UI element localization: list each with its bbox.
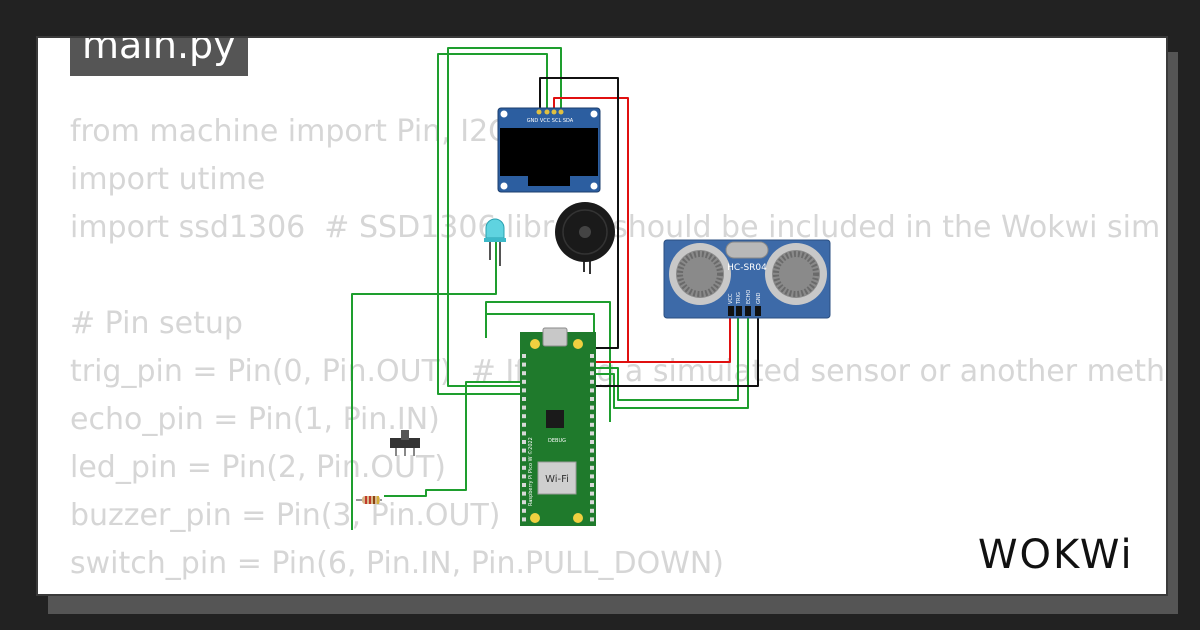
sensor-pin-gnd: GND	[756, 292, 762, 304]
header-pin	[522, 448, 526, 453]
header-pin	[522, 405, 526, 410]
header-pin	[590, 517, 594, 522]
header-pin	[590, 457, 594, 462]
wokwi-logo-text: WOKWi	[978, 532, 1134, 578]
wire-oled-gnd	[539, 77, 619, 349]
led	[484, 218, 506, 266]
wire-echo	[594, 310, 749, 409]
code-line: led_pin = Pin(2, Pin.OUT)	[70, 450, 446, 485]
sensor-pin-trig: TRIG	[736, 292, 742, 305]
wire-gnd-loop	[485, 313, 595, 338]
header-pin	[522, 388, 526, 393]
header-pin	[522, 491, 526, 496]
code-line: # Pin setup	[70, 306, 243, 341]
ultrasonic-sensor: HC-SR04 VCC TRIG ECHO GND	[663, 239, 831, 319]
header-pin	[522, 371, 526, 376]
header-pin	[522, 379, 526, 384]
header-pin	[522, 431, 526, 436]
sensor-pin-vcc: VCC	[728, 293, 734, 304]
header-pin	[590, 508, 594, 513]
code-line: switch_pin = Pin(6, Pin.IN, Pin.PULL_DOW…	[70, 546, 725, 581]
header-pin	[522, 483, 526, 487]
header-pin	[590, 431, 594, 436]
sensor-label: HC-SR04	[727, 263, 767, 273]
oled-pin-labels: GND VCC SCL SDA	[527, 118, 574, 124]
header-pin	[522, 354, 526, 358]
header-pin	[522, 362, 526, 367]
header-pin	[522, 414, 526, 419]
header-pin	[522, 508, 526, 513]
header-pin	[590, 440, 594, 444]
debug-label: DEBUG	[548, 438, 566, 444]
wifi-module-label: Wi-Fi	[545, 474, 569, 485]
sensor-pin-echo: ECHO	[746, 290, 752, 304]
header-pin	[590, 405, 594, 410]
wire-sensor-gnd	[594, 310, 759, 387]
header-pin	[522, 500, 526, 505]
wire-trig	[594, 310, 739, 401]
header-pin	[590, 371, 594, 376]
resistor	[356, 496, 382, 504]
header-pin	[522, 422, 526, 427]
header-pin	[522, 440, 526, 444]
header-pin	[522, 457, 526, 462]
usb-port	[542, 327, 568, 347]
header-pin	[522, 517, 526, 522]
header-pin	[590, 362, 594, 367]
wire-sensor-vcc	[594, 310, 731, 363]
header-pin	[590, 465, 594, 470]
header-pin	[522, 465, 526, 470]
header-pin	[590, 500, 594, 505]
code-line: import utime	[70, 162, 266, 197]
board-label: Raspberry Pi Pico W ©2022	[527, 437, 534, 506]
circuit-diagram: GND VCC SCL SDA	[351, 47, 831, 530]
pico-w-board: Wi-Fi DEBUG Raspberry Pi Pico W ©2022	[520, 327, 596, 526]
code-line: echo_pin = Pin(1, Pin.IN)	[70, 402, 440, 437]
slide-switch	[390, 430, 420, 456]
header-pin	[522, 397, 526, 401]
header-pin	[522, 474, 526, 479]
oled-display: GND VCC SCL SDA	[497, 107, 601, 193]
header-pin	[590, 354, 594, 358]
header-pin	[590, 397, 594, 401]
header-pin	[590, 422, 594, 427]
wire-led	[351, 238, 497, 530]
header-pin	[590, 379, 594, 384]
header-pin	[590, 414, 594, 419]
header-pin	[590, 388, 594, 393]
pico-header-pins	[522, 354, 594, 522]
buzzer	[555, 202, 615, 274]
wire-switch-resistor	[384, 381, 522, 497]
header-pin	[590, 483, 594, 487]
header-pin	[590, 474, 594, 479]
code-line: buzzer_pin = Pin(3, Pin.OUT)	[70, 498, 501, 533]
header-pin	[590, 448, 594, 453]
file-tab[interactable]: main.py	[70, 38, 248, 76]
header-pin	[590, 491, 594, 496]
wire-oled-sda	[447, 47, 562, 387]
wokwi-logo: WOKWi	[978, 532, 1134, 578]
